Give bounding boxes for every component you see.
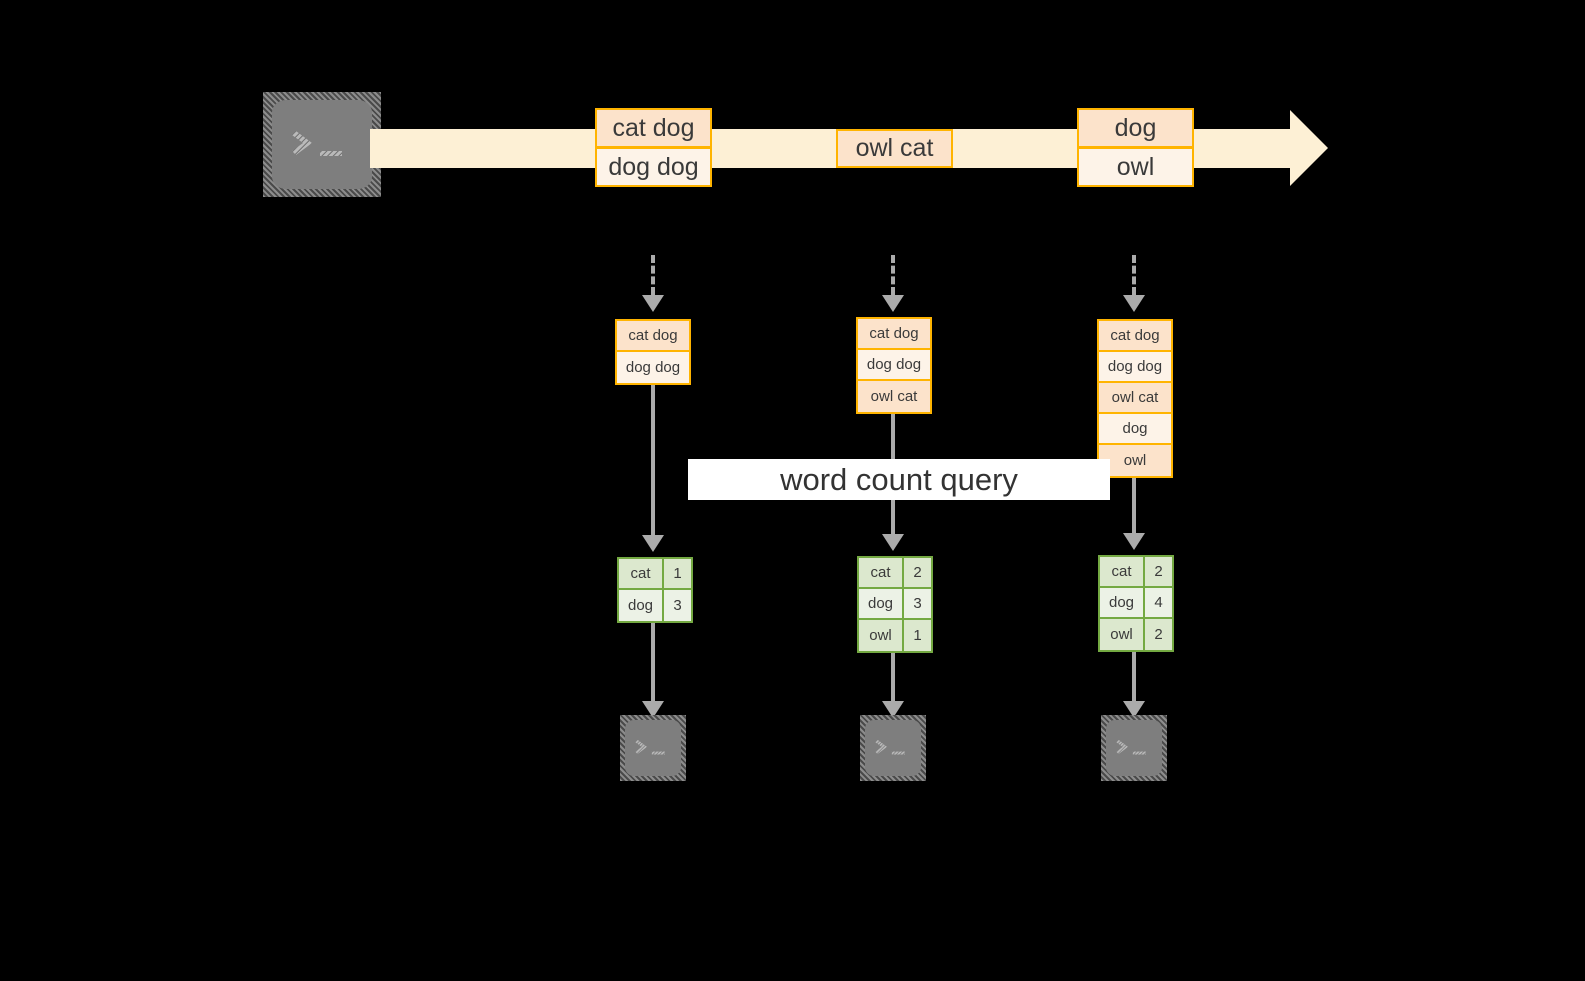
table-row: owl 1 bbox=[859, 620, 931, 651]
terminal-screen bbox=[625, 720, 681, 776]
result-word: dog bbox=[619, 590, 664, 621]
terminal-screen bbox=[1106, 720, 1162, 776]
stream-record: dog dog bbox=[595, 147, 712, 187]
stream-record: cat dog bbox=[595, 108, 712, 148]
snapshot-input-row: cat dog bbox=[1099, 321, 1171, 352]
snapshot-input-text: cat dog bbox=[1110, 327, 1160, 344]
result-count: 2 bbox=[1145, 557, 1172, 586]
result-count: 1 bbox=[904, 620, 931, 651]
stream-record-line: cat dog bbox=[612, 113, 695, 142]
result-word: dog bbox=[1100, 588, 1145, 617]
source-terminal-icon bbox=[263, 92, 381, 197]
stream-arrow-head-icon bbox=[1290, 110, 1328, 186]
result-word: dog bbox=[859, 589, 904, 618]
snapshot-input-row: owl cat bbox=[1099, 383, 1171, 414]
dashed-arrow-down-icon bbox=[1123, 295, 1145, 312]
terminal-prompt-glyph bbox=[263, 92, 381, 197]
flow-line bbox=[1132, 478, 1136, 533]
arrow-down-icon bbox=[642, 535, 664, 552]
query-label: word count query bbox=[688, 459, 1110, 500]
snapshot-input-row: dog dog bbox=[1099, 352, 1171, 383]
snapshot-input-text: cat dog bbox=[628, 327, 678, 344]
table-row: owl 2 bbox=[1100, 619, 1172, 650]
terminal-screen bbox=[865, 720, 921, 776]
arrow-down-icon bbox=[1123, 533, 1145, 550]
result-count: 2 bbox=[1145, 619, 1172, 650]
snapshot-input-text: owl cat bbox=[870, 388, 918, 405]
stream-record-line: owl bbox=[1116, 152, 1155, 181]
result-count: 2 bbox=[904, 558, 931, 587]
table-row: dog 3 bbox=[619, 590, 691, 621]
terminal-screen bbox=[272, 100, 372, 189]
snapshot-input-table: cat dog dog dog owl cat dog owl bbox=[1097, 319, 1173, 478]
snapshot-input-text: dog dog bbox=[1107, 358, 1163, 375]
table-row: cat 2 bbox=[1100, 557, 1172, 588]
snapshot-result-table: cat 1 dog 3 bbox=[617, 557, 693, 623]
result-word: owl bbox=[1100, 619, 1145, 650]
query-label-text: word count query bbox=[780, 462, 1018, 497]
dashed-flow-line bbox=[1132, 255, 1136, 295]
snapshot-input-text: cat dog bbox=[869, 325, 919, 342]
snapshot-input-row: owl cat bbox=[858, 381, 930, 412]
flow-line bbox=[1132, 652, 1136, 701]
snapshot-result-table: cat 2 dog 4 owl 2 bbox=[1098, 555, 1174, 652]
table-row: cat 2 bbox=[859, 558, 931, 589]
snapshot-input-row: owl bbox=[1099, 445, 1171, 476]
stream-record-line: dog bbox=[1114, 113, 1157, 142]
sink-terminal-icon bbox=[860, 715, 926, 781]
snapshot-input-row: cat dog bbox=[617, 321, 689, 352]
table-row: dog 4 bbox=[1100, 588, 1172, 619]
dashed-arrow-down-icon bbox=[882, 295, 904, 312]
result-word: owl bbox=[859, 620, 904, 651]
stream-record: owl bbox=[1077, 147, 1194, 187]
snapshot-input-text: dog dog bbox=[625, 359, 681, 376]
result-count: 4 bbox=[1145, 588, 1172, 617]
arrow-down-icon bbox=[882, 701, 904, 718]
snapshot-input-row: dog bbox=[1099, 414, 1171, 445]
flow-line bbox=[651, 385, 655, 535]
stream-record: dog bbox=[1077, 108, 1194, 148]
snapshot-input-text: owl cat bbox=[1111, 389, 1159, 406]
result-word: cat bbox=[1100, 557, 1145, 586]
flow-line bbox=[651, 623, 655, 701]
terminal-prompt-glyph bbox=[620, 715, 686, 781]
dashed-flow-line bbox=[891, 255, 895, 295]
result-count: 3 bbox=[664, 590, 691, 621]
terminal-prompt-glyph bbox=[1101, 715, 1167, 781]
snapshot-input-table: cat dog dog dog bbox=[615, 319, 691, 385]
stream-record-line: dog dog bbox=[608, 152, 699, 181]
snapshot-result-table: cat 2 dog 3 owl 1 bbox=[857, 556, 933, 653]
snapshot-input-row: dog dog bbox=[858, 350, 930, 381]
sink-terminal-icon bbox=[1101, 715, 1167, 781]
table-row: dog 3 bbox=[859, 589, 931, 620]
dashed-arrow-down-icon bbox=[642, 295, 664, 312]
result-word: cat bbox=[619, 559, 664, 588]
result-word: cat bbox=[859, 558, 904, 587]
snapshot-input-text: owl bbox=[1123, 452, 1147, 469]
dashed-flow-line bbox=[651, 255, 655, 295]
arrow-down-icon bbox=[882, 534, 904, 551]
snapshot-input-table: cat dog dog dog owl cat bbox=[856, 317, 932, 414]
snapshot-input-text: dog bbox=[1122, 420, 1148, 437]
result-count: 1 bbox=[664, 559, 691, 588]
table-row: cat 1 bbox=[619, 559, 691, 590]
terminal-prompt-glyph bbox=[860, 715, 926, 781]
snapshot-input-row: dog dog bbox=[617, 352, 689, 383]
snapshot-input-row: cat dog bbox=[858, 319, 930, 350]
snapshot-input-text: dog dog bbox=[866, 356, 922, 373]
arrow-down-icon bbox=[642, 701, 664, 718]
stream-record: owl cat bbox=[836, 129, 953, 168]
stream-record-line: owl cat bbox=[855, 134, 934, 162]
result-count: 3 bbox=[904, 589, 931, 618]
flow-line bbox=[891, 653, 895, 701]
sink-terminal-icon bbox=[620, 715, 686, 781]
arrow-down-icon bbox=[1123, 701, 1145, 718]
